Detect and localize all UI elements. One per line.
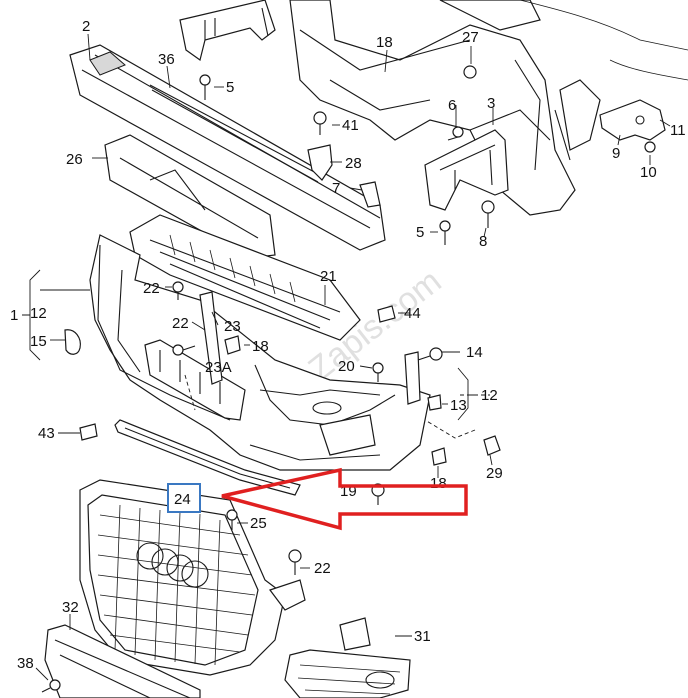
callout-8: 8 bbox=[479, 233, 487, 250]
callout-31: 31 bbox=[414, 628, 431, 645]
callout-22-a: 22 bbox=[143, 280, 160, 297]
callout-21: 21 bbox=[320, 268, 337, 285]
bracket-29 bbox=[483, 435, 501, 456]
callout-20: 20 bbox=[338, 358, 355, 375]
callout-41: 41 bbox=[342, 117, 359, 134]
callout-26: 26 bbox=[66, 151, 83, 168]
bracket-3 bbox=[424, 129, 509, 211]
callout-18-mid: 18 bbox=[252, 338, 269, 355]
callout-29: 29 bbox=[486, 465, 503, 482]
clip-43 bbox=[79, 423, 98, 441]
fog-grille bbox=[284, 617, 411, 698]
callout-23: 23 bbox=[224, 318, 241, 335]
callout-9: 9 bbox=[612, 145, 620, 162]
callout-11: 11 bbox=[670, 122, 686, 139]
group-bracket-1 bbox=[22, 269, 41, 361]
energy-absorber bbox=[104, 134, 276, 259]
callout-25: 25 bbox=[250, 515, 267, 532]
callout-5: 5 bbox=[226, 79, 234, 96]
lower-grille bbox=[44, 624, 201, 698]
bumper-reinforcement bbox=[69, 44, 386, 251]
reflector-15 bbox=[64, 329, 81, 355]
callout-43: 43 bbox=[38, 425, 55, 442]
callout-22-c: 22 bbox=[314, 560, 331, 577]
callout-27: 27 bbox=[462, 29, 479, 46]
callout-12-left: 12 bbox=[30, 305, 47, 322]
callout-18-top: 18 bbox=[376, 34, 393, 51]
callout-38: 38 bbox=[17, 655, 34, 672]
callout-23a: 23A bbox=[205, 359, 232, 376]
callout-6: 6 bbox=[448, 97, 456, 114]
callout-5-lower: 5 bbox=[416, 224, 424, 241]
bracket-9 bbox=[599, 99, 666, 141]
highlighted-part-label: 24 bbox=[167, 483, 201, 513]
callout-32: 32 bbox=[62, 599, 79, 616]
callout-22-b: 22 bbox=[172, 315, 189, 332]
leader-lines bbox=[35, 33, 671, 681]
side-bracket-14 bbox=[404, 351, 421, 405]
strip-36 bbox=[149, 84, 321, 183]
callout-36: 36 bbox=[158, 51, 175, 68]
callout-2: 2 bbox=[82, 18, 90, 35]
callout-7: 7 bbox=[332, 180, 340, 197]
callout-28: 28 bbox=[345, 155, 362, 172]
callout-13: 13 bbox=[450, 397, 467, 414]
callout-1: 1 bbox=[10, 307, 18, 324]
callout-10: 10 bbox=[640, 164, 657, 181]
callout-44: 44 bbox=[404, 305, 421, 322]
callout-15: 15 bbox=[30, 333, 47, 350]
callout-14: 14 bbox=[466, 344, 483, 361]
callout-labels: 2 36 5 26 41 28 7 18 27 6 3 5 8 9 10 11 … bbox=[10, 18, 686, 672]
radiator-grille bbox=[79, 479, 306, 676]
callout-12-right: 12 bbox=[481, 387, 498, 404]
callout-18-low: 18 bbox=[430, 475, 447, 492]
highlight-label-24: 24 bbox=[174, 491, 191, 508]
air-guide-21 bbox=[129, 214, 361, 341]
highlight-arrow bbox=[221, 467, 468, 531]
center-bracket bbox=[144, 291, 246, 421]
bumper-cover bbox=[89, 234, 431, 471]
callout-3: 3 bbox=[487, 95, 495, 112]
